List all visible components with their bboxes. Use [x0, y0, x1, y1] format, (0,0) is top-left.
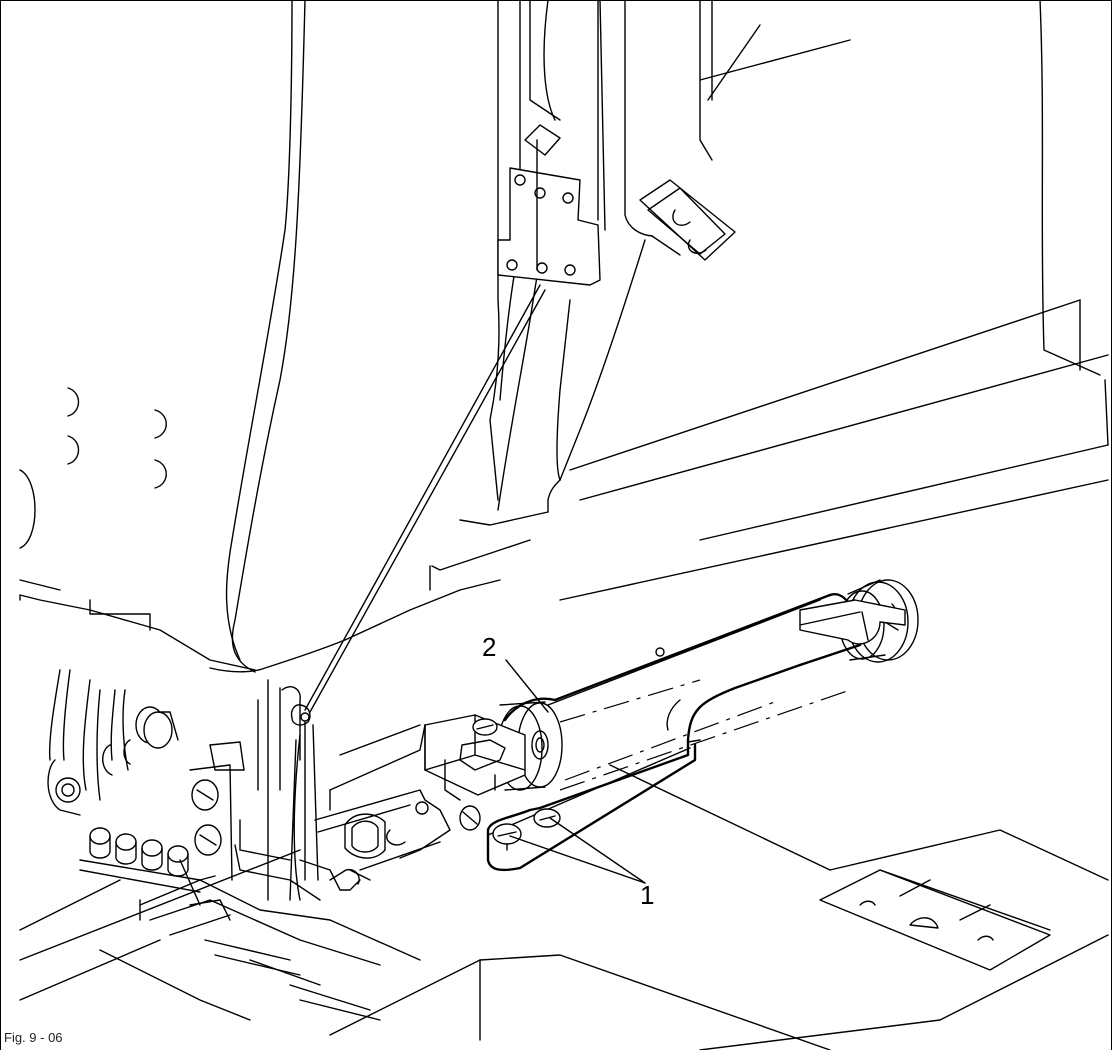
callout-part-1: 1: [640, 880, 655, 910]
edge-guide-assembly: [314, 579, 919, 872]
needle-presser-area: [99, 284, 546, 1021]
figure-caption: Fig. 9 - 06: [4, 1030, 63, 1045]
left-mechanism: [47, 669, 245, 921]
machine-table: [19, 0, 1109, 1050]
machine-arm: [19, 0, 851, 673]
leader-lines: [505, 659, 646, 884]
callout-part-2: 2: [482, 632, 497, 662]
